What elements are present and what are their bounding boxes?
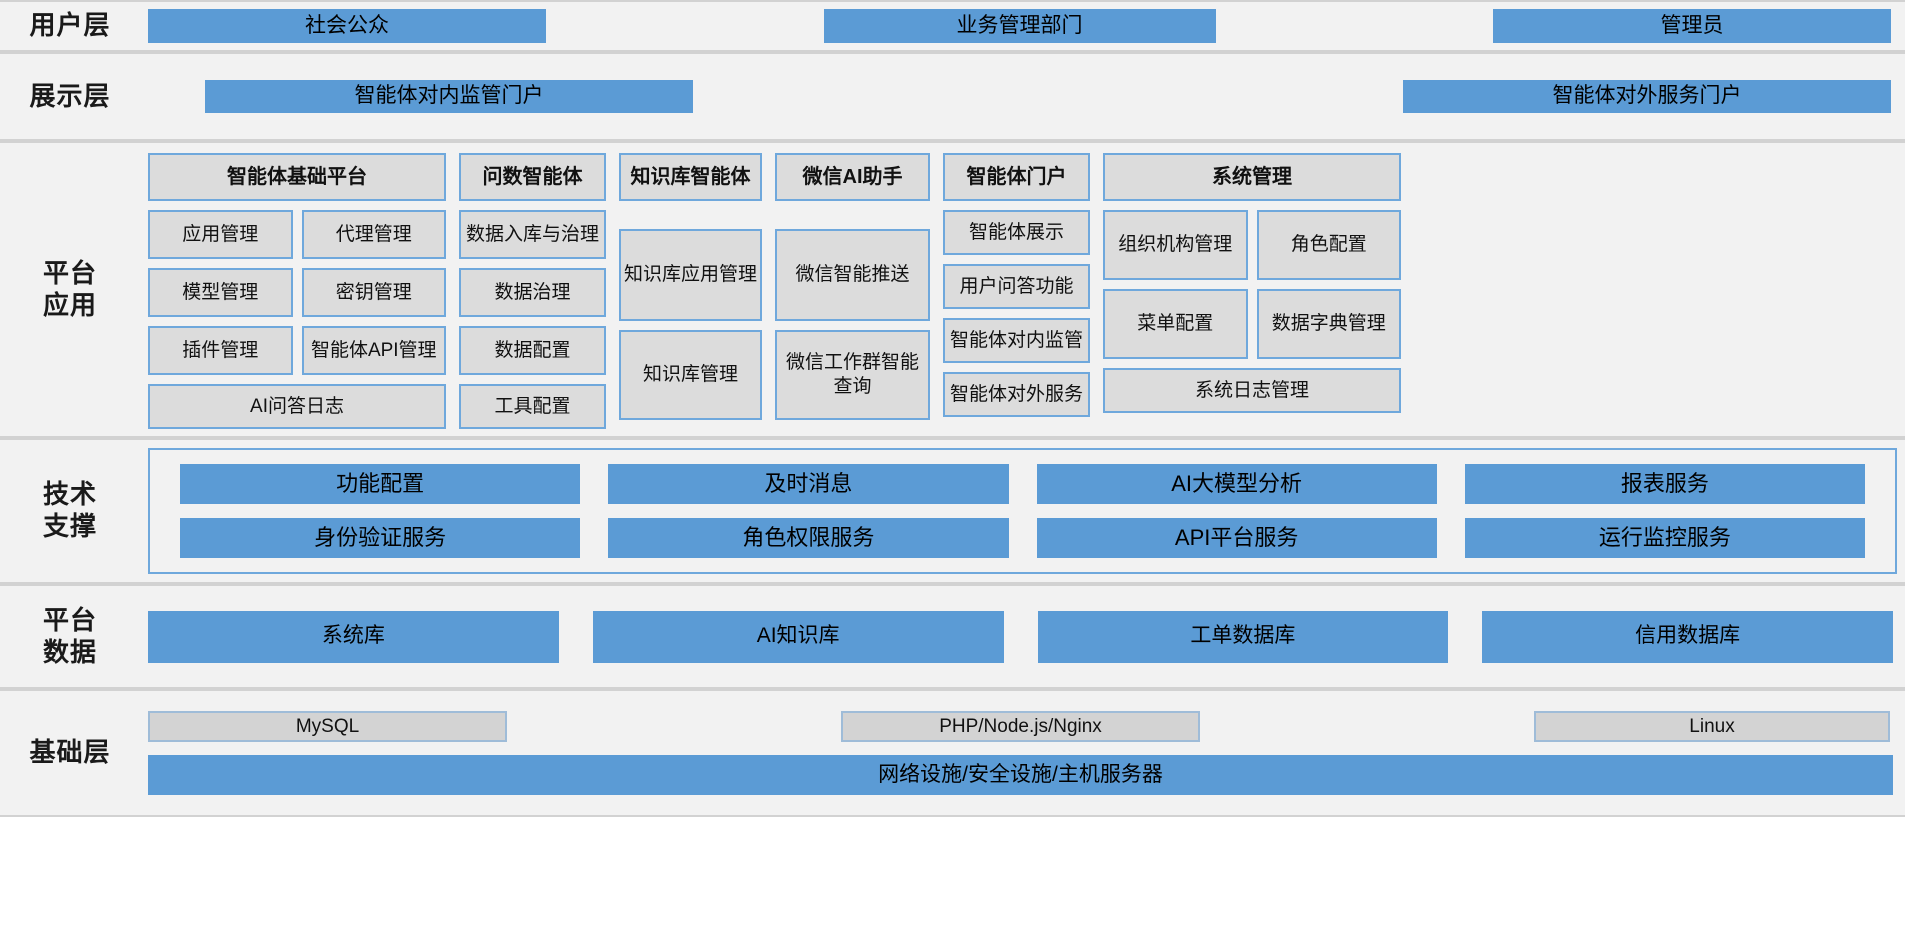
data-item-work-order-db[interactable]: 工单数据库 xyxy=(1037,610,1449,663)
app-item-data-governance[interactable]: 数据治理 xyxy=(459,268,606,317)
layer-label-presentation: 展示层 xyxy=(29,80,111,111)
infrastructure-bottom-row: 网络设施/安全设施/主机服务器 xyxy=(148,755,1893,795)
app-column-agent-base-platform: 智能体基础平台 应用管理 代理管理 模型管理 密钥管理 插件管理 智能体API管… xyxy=(148,153,446,429)
tech-item-ai-llm-analysis[interactable]: AI大模型分析 xyxy=(1036,464,1437,504)
app-row: 应用管理 代理管理 xyxy=(148,210,446,259)
infra-item-network-security-host[interactable]: 网络设施/安全设施/主机服务器 xyxy=(148,755,1893,795)
app-item-data-ingestion-governance[interactable]: 数据入库与治理 xyxy=(459,210,606,259)
layer-label-platform-data-line1: 平台 xyxy=(42,604,97,635)
app-column-header-agent-base-platform[interactable]: 智能体基础平台 xyxy=(148,153,446,201)
tech-support-row-1: 功能配置 及时消息 AI大模型分析 报表服务 xyxy=(180,464,1865,504)
app-column-system-management: 系统管理 组织机构管理 角色配置 菜单配置 数据字典管理 系统日志管理 xyxy=(1103,153,1401,413)
layer-label-platform-apps-line1: 平台 xyxy=(42,257,97,288)
app-column-wechat-ai-assistant: 微信AI助手 微信智能推送 微信工作群智能查询 xyxy=(775,153,930,420)
portal-internal-supervision[interactable]: 智能体对内监管门户 xyxy=(205,80,693,113)
app-column-header-system-management[interactable]: 系统管理 xyxy=(1103,153,1401,201)
app-column-header-data-query-agent[interactable]: 问数智能体 xyxy=(459,153,606,201)
app-row: 插件管理 智能体API管理 xyxy=(148,326,446,375)
layer-body-user: 社会公众 业务管理部门 管理员 xyxy=(140,2,1905,50)
user-box-admin[interactable]: 管理员 xyxy=(1493,9,1891,43)
layer-body-platform-apps: 智能体基础平台 应用管理 代理管理 模型管理 密钥管理 插件管理 智能体API管… xyxy=(140,143,1905,436)
layer-infrastructure: 基础层 MySQL PHP/Node.js/Nginx Linux 网络设施/安… xyxy=(0,689,1905,817)
layer-presentation: 展示层 智能体对内监管门户 智能体对外服务门户 xyxy=(0,52,1905,141)
app-item-data-dictionary-management[interactable]: 数据字典管理 xyxy=(1256,289,1401,359)
app-item-user-qa-function[interactable]: 用户问答功能 xyxy=(943,264,1090,309)
app-item-agent-management[interactable]: 代理管理 xyxy=(301,210,446,259)
data-item-system-db[interactable]: 系统库 xyxy=(148,610,559,663)
data-item-credit-db[interactable]: 信用数据库 xyxy=(1482,610,1893,663)
infra-item-linux[interactable]: Linux xyxy=(1534,711,1890,742)
app-item-agent-internal-supervision[interactable]: 智能体对内监管 xyxy=(943,318,1090,363)
app-item-wechat-smart-push[interactable]: 微信智能推送 xyxy=(775,229,930,321)
tech-item-instant-message[interactable]: 及时消息 xyxy=(608,464,1009,504)
app-row: 组织机构管理 角色配置 xyxy=(1103,210,1401,280)
layer-label-tech-support-line2: 支撑 xyxy=(42,511,97,541)
layer-label-platform-apps: 平台 应用 xyxy=(0,143,140,436)
app-item-kb-management[interactable]: 知识库管理 xyxy=(619,330,762,420)
user-box-business-dept[interactable]: 业务管理部门 xyxy=(823,9,1216,43)
app-item-tool-configuration[interactable]: 工具配置 xyxy=(459,384,606,429)
app-item-key-management[interactable]: 密钥管理 xyxy=(301,268,446,317)
app-item-wechat-group-smart-query[interactable]: 微信工作群智能查询 xyxy=(775,330,930,420)
tech-item-report-service[interactable]: 报表服务 xyxy=(1464,464,1865,504)
tech-item-api-platform-service[interactable]: API平台服务 xyxy=(1036,518,1437,558)
spacer xyxy=(619,210,762,220)
tech-support-container: 功能配置 及时消息 AI大模型分析 报表服务 身份验证服务 角色权限服务 API… xyxy=(148,448,1897,574)
layer-body-tech-support: 功能配置 及时消息 AI大模型分析 报表服务 身份验证服务 角色权限服务 API… xyxy=(140,440,1905,582)
app-item-role-configuration[interactable]: 角色配置 xyxy=(1256,210,1401,280)
layer-tech-support: 技术 支撑 功能配置 及时消息 AI大模型分析 报表服务 身份验证服务 角色权限… xyxy=(0,438,1905,584)
app-item-data-configuration[interactable]: 数据配置 xyxy=(459,326,606,375)
layer-label-user: 用户层 xyxy=(29,10,111,41)
layer-body-presentation: 智能体对内监管门户 智能体对外服务门户 xyxy=(140,54,1905,139)
tech-item-identity-auth-service[interactable]: 身份验证服务 xyxy=(180,518,581,558)
app-item-plugin-management[interactable]: 插件管理 xyxy=(148,326,293,375)
layer-label-platform-data: 平台 数据 xyxy=(0,586,140,687)
layer-label-tech-support-line1: 技术 xyxy=(42,479,97,510)
layer-platform-data: 平台 数据 系统库 AI知识库 工单数据库 信用数据库 xyxy=(0,584,1905,689)
app-item-ai-qa-log[interactable]: AI问答日志 xyxy=(148,384,446,429)
infra-item-mysql[interactable]: MySQL xyxy=(148,711,507,742)
app-column-header-knowledge-base-agent[interactable]: 知识库智能体 xyxy=(619,153,762,201)
data-item-ai-knowledge-db[interactable]: AI知识库 xyxy=(592,610,1004,663)
app-item-agent-api-management[interactable]: 智能体API管理 xyxy=(301,326,446,375)
layer-body-infrastructure: MySQL PHP/Node.js/Nginx Linux 网络设施/安全设施/… xyxy=(140,691,1905,815)
app-item-model-management[interactable]: 模型管理 xyxy=(148,268,293,317)
app-column-knowledge-base-agent: 知识库智能体 知识库应用管理 知识库管理 xyxy=(619,153,762,420)
app-row: 菜单配置 数据字典管理 xyxy=(1103,289,1401,359)
tech-item-role-permission-service[interactable]: 角色权限服务 xyxy=(608,518,1009,558)
layer-platform-apps: 平台 应用 智能体基础平台 应用管理 代理管理 模型管理 密钥管理 插件管理 智… xyxy=(0,141,1905,438)
app-item-organization-management[interactable]: 组织机构管理 xyxy=(1103,210,1248,280)
layer-body-platform-data: 系统库 AI知识库 工单数据库 信用数据库 xyxy=(140,586,1905,687)
app-item-menu-configuration[interactable]: 菜单配置 xyxy=(1103,289,1248,359)
infra-item-php-node-nginx[interactable]: PHP/Node.js/Nginx xyxy=(841,711,1200,742)
app-column-data-query-agent: 问数智能体 数据入库与治理 数据治理 数据配置 工具配置 xyxy=(459,153,606,429)
app-item-application-management[interactable]: 应用管理 xyxy=(148,210,293,259)
layer-label-platform-data-line2: 数据 xyxy=(42,636,97,667)
spacer xyxy=(775,210,930,220)
app-item-system-log-management[interactable]: 系统日志管理 xyxy=(1103,368,1401,413)
app-column-header-wechat-ai-assistant[interactable]: 微信AI助手 xyxy=(775,153,930,201)
app-item-kb-application-management[interactable]: 知识库应用管理 xyxy=(619,229,762,321)
app-column-agent-portal: 智能体门户 智能体展示 用户问答功能 智能体对内监管 智能体对外服务 xyxy=(943,153,1090,417)
infrastructure-top-row: MySQL PHP/Node.js/Nginx Linux xyxy=(148,711,1893,742)
layer-label-platform-apps-line2: 应用 xyxy=(42,289,97,320)
app-item-agent-showcase[interactable]: 智能体展示 xyxy=(943,210,1090,255)
app-item-agent-external-service[interactable]: 智能体对外服务 xyxy=(943,372,1090,417)
tech-item-runtime-monitoring-service[interactable]: 运行监控服务 xyxy=(1464,518,1865,558)
tech-support-row-2: 身份验证服务 角色权限服务 API平台服务 运行监控服务 xyxy=(180,518,1865,558)
app-column-header-agent-portal[interactable]: 智能体门户 xyxy=(943,153,1090,201)
layer-label-tech-support: 技术 支撑 xyxy=(0,440,140,582)
app-row: 模型管理 密钥管理 xyxy=(148,268,446,317)
tech-item-function-configuration[interactable]: 功能配置 xyxy=(180,464,581,504)
portal-external-service[interactable]: 智能体对外服务门户 xyxy=(1403,80,1891,113)
user-box-public[interactable]: 社会公众 xyxy=(148,9,546,43)
layer-label-infrastructure: 基础层 xyxy=(29,737,111,768)
layer-user: 用户层 社会公众 业务管理部门 管理员 xyxy=(0,0,1905,52)
